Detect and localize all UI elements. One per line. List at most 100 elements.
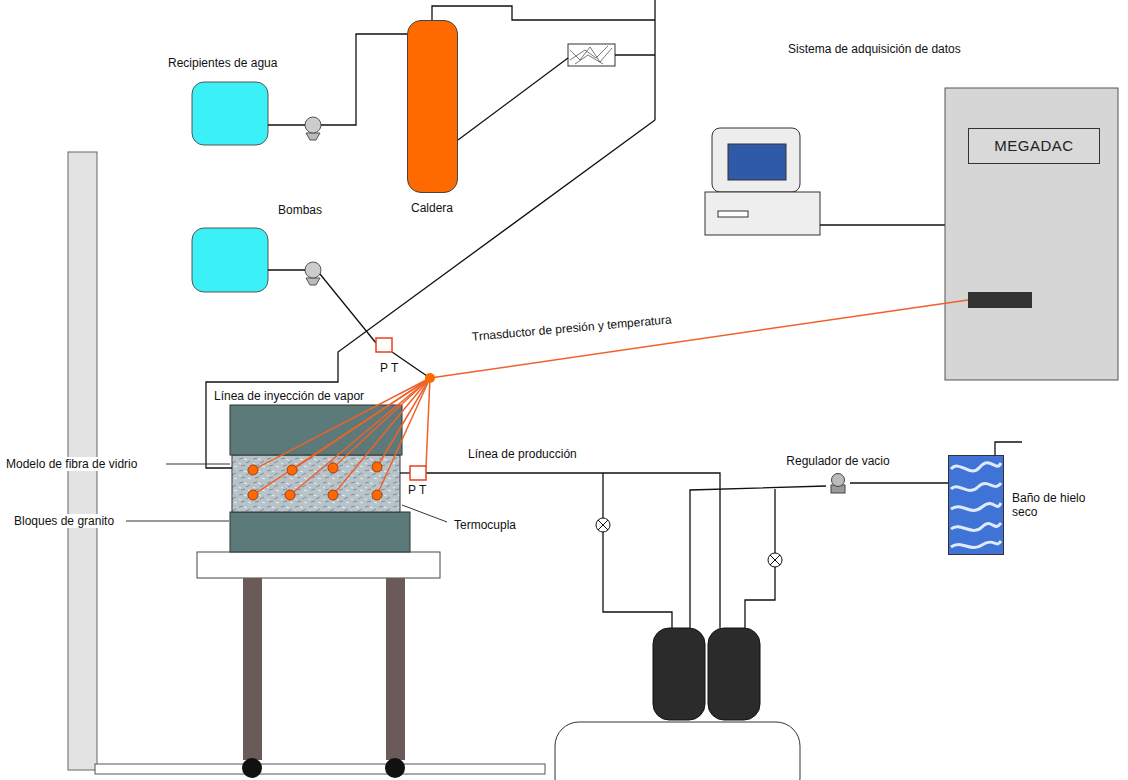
ice-texture — [951, 463, 1001, 471]
table-top — [197, 552, 440, 578]
thermocouple — [328, 463, 338, 473]
data-cabinet — [945, 88, 1118, 380]
ice-texture — [951, 503, 1001, 510]
label-holder: Línea de producción — [466, 447, 579, 461]
valve-symbol — [598, 520, 608, 530]
label-holder: Modelo de fibra de vidrio — [4, 457, 139, 471]
part-label: Trnasductor de presión y temperatura — [469, 312, 674, 344]
floor — [95, 764, 545, 774]
label-holder: P T — [406, 483, 428, 497]
leader-line — [126, 521, 229, 522]
pump-base — [306, 133, 320, 140]
regulator-gauge — [832, 474, 845, 487]
leader-line — [166, 464, 230, 465]
pt-transducer — [376, 338, 392, 352]
wire-hub — [425, 373, 435, 383]
label-holder: Bloques de granito — [12, 514, 116, 528]
pipe — [458, 58, 568, 140]
production-line — [426, 473, 720, 628]
label-holder: Termocupla — [452, 518, 518, 532]
label-holder: Trnasductor de presión y temperatura — [469, 312, 674, 344]
computer-screen — [728, 144, 786, 180]
pipe — [615, 54, 655, 55]
pipe — [432, 6, 655, 20]
input-slot — [968, 292, 1032, 308]
ice-texture — [951, 523, 1001, 530]
wheel — [385, 758, 405, 778]
valve-symbol — [596, 518, 610, 532]
thermocouple — [328, 490, 338, 500]
thermocouple — [372, 490, 382, 500]
table-leg — [243, 578, 262, 760]
system-label: Sistema de adquisición de datos — [786, 42, 963, 56]
ice-bath-symbol — [948, 455, 1004, 555]
leader-line — [402, 505, 447, 522]
pipe — [268, 269, 305, 270]
production-line — [603, 473, 672, 628]
pump-symbol — [305, 117, 321, 133]
thermocouple — [248, 490, 258, 500]
pipe-connector — [850, 482, 948, 483]
boiler-label: Caldera — [411, 201, 453, 215]
fiberglass-model — [232, 455, 400, 512]
label-holder: Bombas — [276, 203, 324, 217]
pipe — [321, 34, 407, 125]
panel-label: MEGADAC — [994, 137, 1073, 155]
label-holder: Sistema de adquisición de datos — [786, 42, 963, 56]
label-holder: Recipientes de agua — [166, 56, 279, 70]
line-label: Línea de producción — [466, 447, 579, 461]
part-label: Recipientes de agua — [166, 56, 279, 70]
pt-transducer — [410, 466, 426, 480]
part-label: Modelo de fibra de vidrio — [4, 457, 139, 471]
boiler-tank: Caldera — [407, 20, 458, 215]
label-holder: P T — [378, 361, 400, 375]
water-tank — [192, 228, 268, 292]
pump-symbol — [305, 262, 321, 278]
instrument-panel: MEGADAC — [968, 128, 1100, 164]
thermocouple — [287, 465, 297, 475]
valve-symbol — [770, 555, 780, 565]
sensor-wire — [426, 378, 430, 467]
signal-cable — [430, 300, 968, 378]
table-leg — [386, 578, 405, 760]
boiler-body — [407, 20, 458, 193]
ice-texture — [951, 483, 1001, 490]
label-holder: Línea de inyección de vapor — [212, 389, 366, 403]
collection-bottle — [708, 628, 760, 720]
bath-label: Baño de hielo seco — [1012, 491, 1092, 519]
water-tank — [192, 82, 268, 145]
sensor-wire — [377, 378, 430, 467]
line-label: Línea de inyección de vapor — [212, 389, 366, 403]
pump-base — [306, 278, 320, 285]
part-label: Bloques de granito — [12, 514, 116, 528]
part-label: Termocupla — [452, 518, 518, 532]
pipe — [320, 274, 376, 343]
thermocouples — [248, 462, 382, 500]
valve-symbol — [768, 553, 782, 567]
vent-line — [995, 442, 1022, 455]
production-line — [400, 472, 410, 473]
regulator-label: Regulador de vacio — [786, 454, 889, 468]
pipe — [654, 0, 655, 120]
disk-drive — [718, 211, 748, 217]
sensor-label: P T — [378, 361, 400, 375]
part-label: Bombas — [276, 203, 324, 217]
computer-base — [705, 192, 820, 235]
bath-vessel — [949, 456, 1004, 555]
thermocouple — [248, 465, 258, 475]
granite-block — [230, 512, 410, 552]
sensor-wire — [377, 378, 430, 495]
ice-bath: Baño de hielo seco — [948, 455, 1092, 555]
data-cable — [820, 224, 945, 225]
regulator-symbol — [826, 472, 850, 494]
wheel — [242, 758, 262, 778]
computer-monitor — [712, 128, 800, 192]
ice-texture — [951, 541, 1001, 548]
thermocouple — [372, 462, 382, 472]
pipe — [268, 124, 305, 125]
sensor-label: P T — [406, 483, 428, 497]
pipes — [206, 0, 1022, 628]
filter — [568, 44, 615, 66]
